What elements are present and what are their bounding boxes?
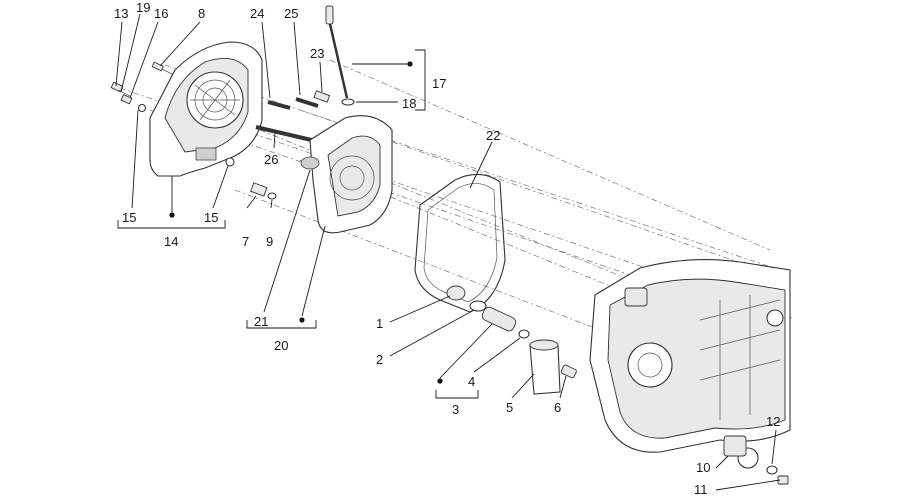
plug-parts: [250, 182, 277, 200]
callout-18: 18: [402, 96, 416, 111]
callout-2: 2: [376, 352, 383, 367]
callout-8: 8: [198, 6, 205, 21]
bolt-parts: [255, 90, 331, 144]
callout-11: 11: [694, 482, 708, 497]
group-brackets: [117, 49, 479, 399]
callout-15-left: 15: [122, 210, 136, 225]
callout-25: 25: [284, 6, 298, 21]
callout-7: 7: [242, 234, 249, 249]
oil-pump-parts: [723, 435, 789, 485]
callout-26: 26: [264, 152, 278, 167]
callout-5: 5: [506, 400, 513, 415]
screw-parts: [110, 61, 177, 113]
callout-labels: 13 19 16 8 24 25 23 17 18 22 26 15 15 14…: [114, 0, 780, 497]
callout-21: 21: [254, 314, 268, 329]
leader-lines: [115, 13, 781, 491]
callout-12: 12: [766, 414, 780, 429]
callout-1: 1: [376, 316, 383, 331]
callout-10: 10: [696, 460, 710, 475]
callout-20: 20: [274, 338, 288, 353]
filter-assembly-parts: [446, 285, 577, 395]
gasket-part: [414, 173, 506, 313]
callout-4: 4: [468, 374, 475, 389]
callout-15-right: 15: [204, 210, 218, 225]
callout-3: 3: [452, 402, 459, 417]
fan-cover-part: [149, 41, 263, 177]
callout-23: 23: [310, 46, 324, 61]
callout-14: 14: [164, 234, 178, 249]
crankcase-cover-part: [300, 115, 393, 234]
callout-24: 24: [250, 6, 264, 21]
callout-6: 6: [554, 400, 561, 415]
callout-22: 22: [486, 128, 500, 143]
callout-17: 17: [432, 76, 446, 91]
callout-16: 16: [154, 6, 168, 21]
engine-crankcase: [589, 259, 791, 453]
callout-19: 19: [136, 0, 150, 15]
callout-9: 9: [266, 234, 273, 249]
callout-13: 13: [114, 6, 128, 21]
dipstick-part: [325, 5, 355, 106]
